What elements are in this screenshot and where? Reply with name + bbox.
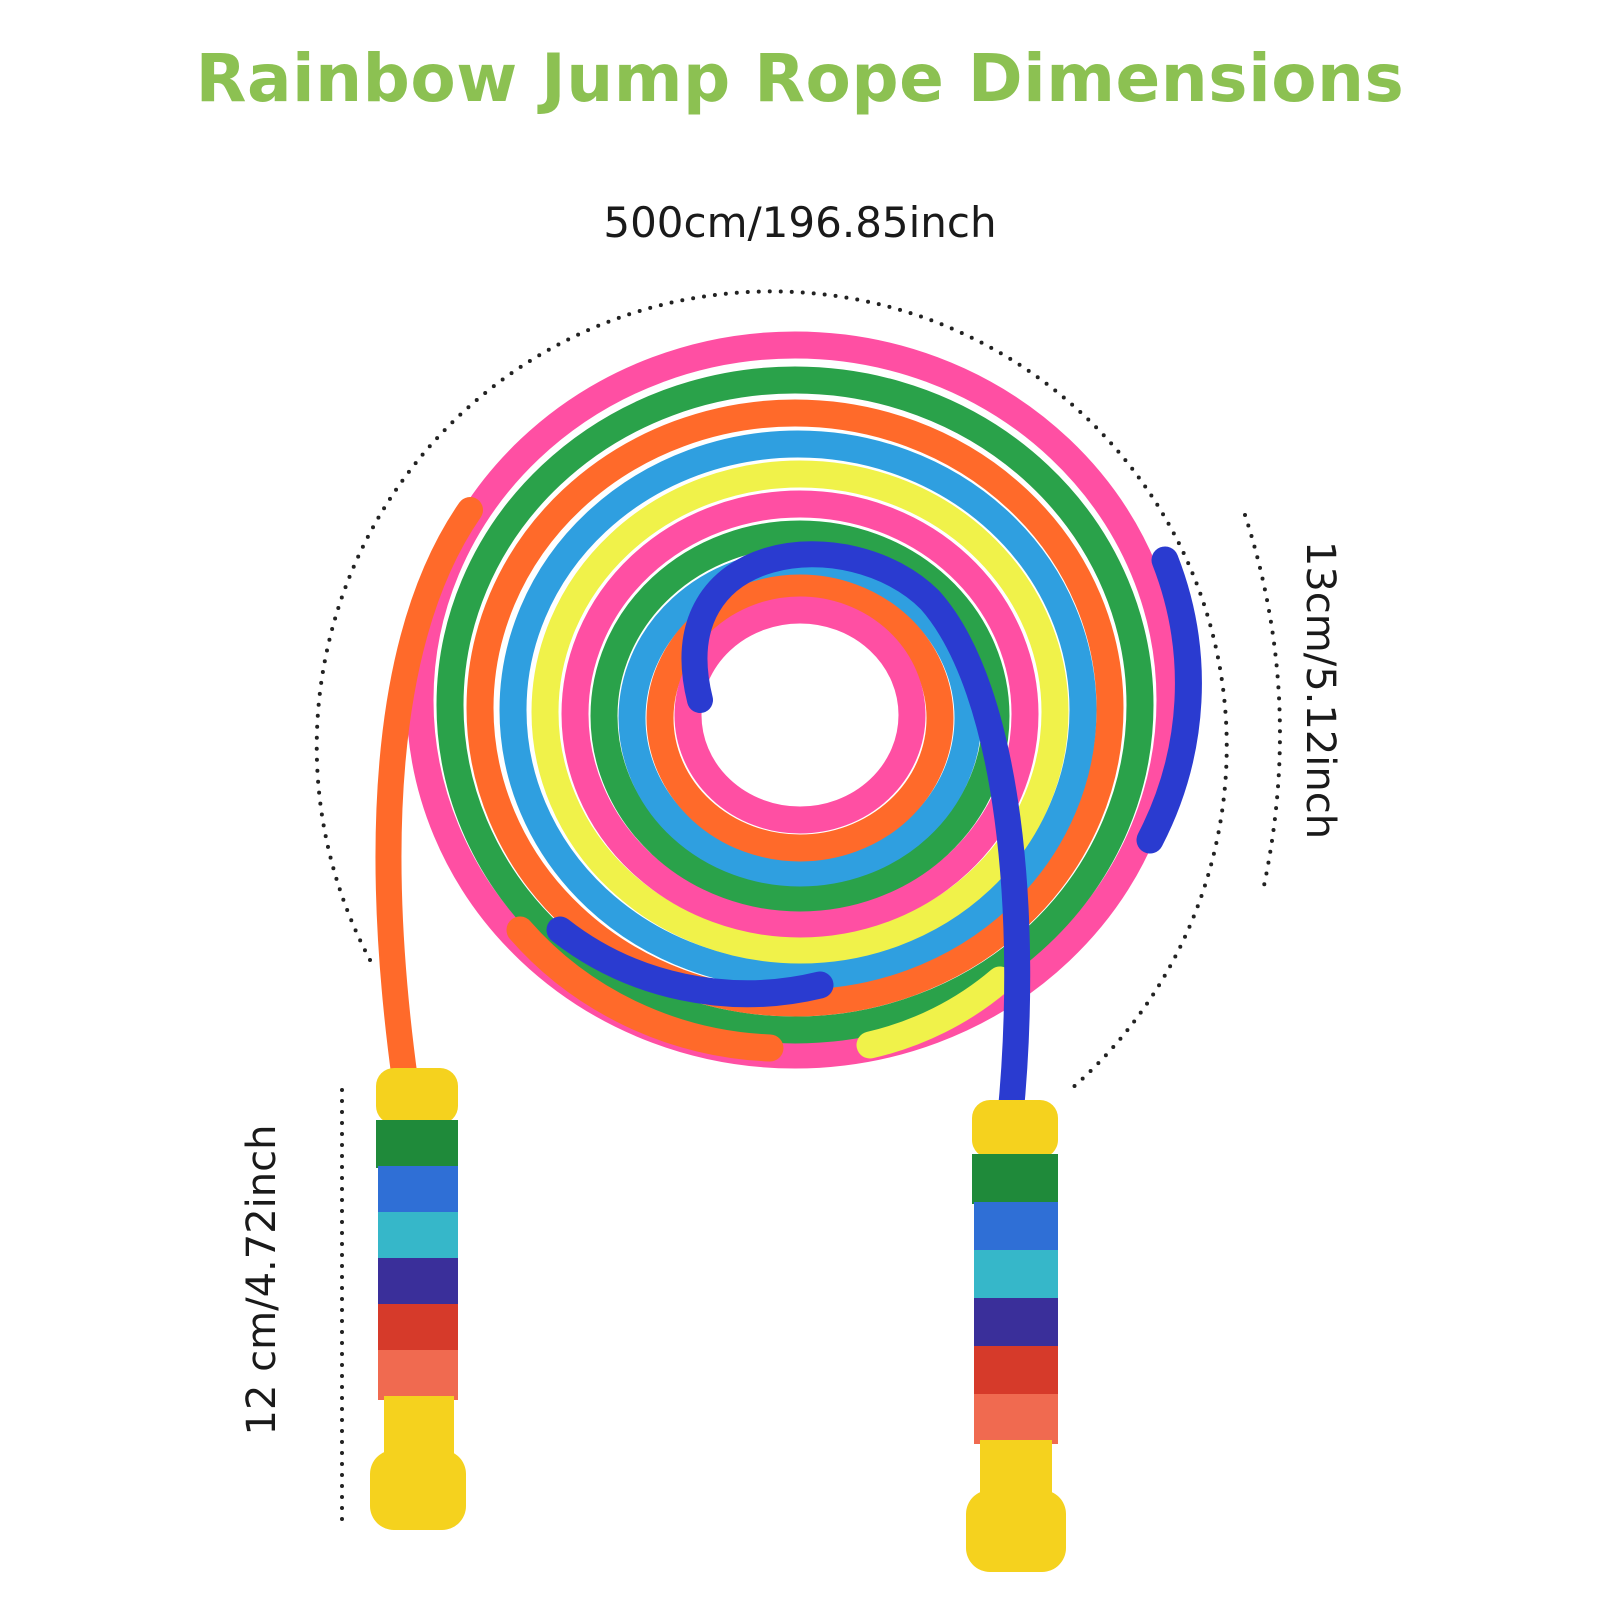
rope-coil-ring-9 xyxy=(646,574,954,862)
left-handle-knob xyxy=(370,1450,466,1530)
rope-coil-ring-10 xyxy=(674,596,926,834)
left-handle-stripe-4 xyxy=(378,1258,458,1306)
rope-orange-segment xyxy=(506,916,784,1062)
left-handle-stripe-1 xyxy=(376,1120,458,1168)
rope-blue-segment xyxy=(1136,546,1202,854)
left-handle-stripe-2 xyxy=(378,1166,458,1214)
page-title: Rainbow Jump Rope Dimensions xyxy=(195,40,1405,117)
left-handle xyxy=(370,1068,466,1530)
rope-blue-segment-2 xyxy=(546,916,834,1008)
left-handle-stripe-3 xyxy=(378,1212,458,1260)
left-handle-cap-top xyxy=(376,1068,458,1124)
right-handle xyxy=(966,1100,1066,1572)
right-handle-stripe-3 xyxy=(974,1250,1058,1300)
left-handle-stripe-5 xyxy=(378,1304,458,1352)
right-handle-cap-top xyxy=(972,1100,1058,1158)
rope-length-guide xyxy=(314,289,1229,1092)
right-handle-stripe-6 xyxy=(974,1394,1058,1444)
right-handle-knob xyxy=(966,1490,1066,1572)
right-handle-stripe-5 xyxy=(974,1346,1058,1396)
rope-length-label: 500cm/196.85inch xyxy=(603,198,997,247)
right-rope-tail xyxy=(681,541,1031,1133)
coil-diameter-guide xyxy=(1243,513,1282,897)
right-handle-stripe-4 xyxy=(974,1298,1058,1348)
rope-coil-ring-6 xyxy=(561,490,1039,938)
left-handle-neck xyxy=(384,1396,454,1458)
left-handle-stripe-6 xyxy=(378,1350,458,1400)
rope-coil-ring-1 xyxy=(406,331,1184,1069)
rope-coil-ring-2 xyxy=(436,366,1154,1044)
left-rope-tail xyxy=(375,497,483,1093)
right-handle-stripe-1 xyxy=(972,1154,1058,1204)
right-handle-stripe-2 xyxy=(974,1202,1058,1252)
rope-yellow-segment xyxy=(856,966,1014,1059)
rope-coil-ring-5 xyxy=(531,460,1069,964)
